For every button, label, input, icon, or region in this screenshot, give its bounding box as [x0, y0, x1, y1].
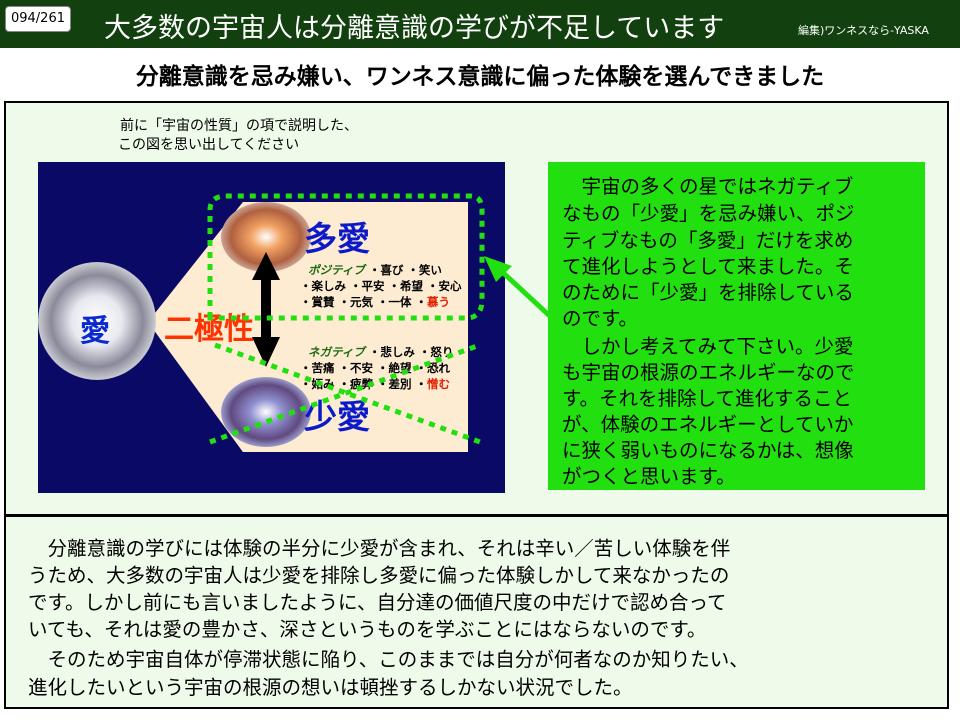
credit-text: 編集)ワンネスなら-YASKA [798, 24, 929, 37]
explanation-line: がつくと思います。 [562, 465, 736, 488]
header-bar: 094/261 大多数の宇宙人は分離意識の学びが不足しています 編集)ワンネスな… [0, 0, 960, 48]
explanation-line: のために「少愛」を排除している [562, 281, 854, 304]
summary-line: うため、大多数の宇宙人は少愛を排除し多愛に偏った体験しかして来なかったの [28, 564, 730, 587]
summary-line: 進化したいという宇宙の根源の想いは頓挫するしかない状況でした。 [28, 676, 633, 699]
positive-line: ・賞賛 ・元気 ・一体 ・ [300, 295, 428, 309]
summary-line: 分離意識の学びには体験の半分に少愛が含まれ、それは辛い／苦しい体験を伴 [28, 537, 731, 560]
positive-line: ・喜び ・笑い [368, 263, 442, 277]
summary-box: 分離意識の学びには体験の半分に少愛が含まれ、それは辛い／苦しい体験を伴 うため、… [4, 515, 949, 709]
explanation-line: のです。 [562, 307, 639, 330]
negative-label: ネガティブ [308, 345, 365, 359]
positive-line: ・楽しみ ・平安 ・希望 ・安心 [300, 279, 462, 293]
positive-red-word: 慕う [427, 295, 451, 309]
explanation-line: ティブなもの「多愛」だけを求め [562, 229, 854, 252]
summary-line: です。しかし前にも言いましたように、自分達の価値尺度の中だけで認め合って [28, 591, 727, 614]
explanation-line: も宇宙の根源のエネルギーなので [562, 361, 855, 384]
summary-line: いても、それは愛の豊かさ、深さというものを学ぶことにはならないのです。 [28, 618, 707, 641]
explanation-box: 宇宙の多くの星ではネガティブ なもの「少愛」を忌み嫌い、ポジ ティブなもの「多愛… [548, 162, 925, 490]
double-arrow-icon [252, 252, 280, 367]
negative-line: ・妬み ・疲弊 ・差別 ・ [300, 377, 428, 391]
diagram-caption: 前に「宇宙の性質」の項で説明した、 この図を思い出してください [118, 117, 358, 155]
page-number-badge: 094/261 [5, 6, 71, 32]
positive-label: ポジティブ [308, 263, 365, 277]
negative-list: ネガティブ ・悲しみ ・怒り ・苦痛 ・不安 ・絶望 ・恐れ ・妬み ・疲弊 ・… [300, 344, 453, 392]
love-orb-image [38, 262, 156, 380]
explanation-line: しかし考えてみて下さい。少愛 [562, 335, 854, 358]
negative-line: ・苦痛 ・不安 ・絶望 ・恐れ [300, 361, 451, 375]
explanation-line: に狭く弱いものになるかは、想像 [562, 439, 854, 462]
caption-line: この図を思い出してください [118, 137, 300, 153]
explanation-line: す。それを排除して進化すること [562, 387, 852, 410]
caption-line: 前に「宇宙の性質」の項で説明した、 [120, 118, 358, 134]
explanation-line: て進化しようとして来ました。そ [562, 255, 854, 278]
negative-line: ・悲しみ ・怒り [368, 345, 454, 359]
explanation-line: 宇宙の多くの星ではネガティブ [562, 175, 854, 198]
love-label: 愛 [80, 314, 110, 349]
explanation-line: なもの「少愛」を忌み嫌い、ポジ [562, 202, 855, 225]
summary-line: そのため宇宙自体が停滞状態に陥り、このままでは自分が何者なのか知りたい、 [28, 648, 749, 671]
explanation-line: が、体験のエネルギーとしていか [562, 413, 854, 436]
slide-title: 大多数の宇宙人は分離意識の学びが不足しています [104, 13, 725, 44]
polarity-diagram: 愛 二極性 多愛 少愛 ポジティブ ・喜び ・笑い ・楽しみ ・平安 ・希望 ・… [38, 162, 505, 493]
positive-list: ポジティブ ・喜び ・笑い ・楽しみ ・平安 ・希望 ・安心 ・賞賛 ・元気 ・… [300, 262, 462, 310]
slide-subtitle: 分離意識を忌み嫌い、ワンネス意識に偏った体験を選んできました [135, 64, 825, 90]
negative-red-word: 憎む [427, 377, 451, 391]
